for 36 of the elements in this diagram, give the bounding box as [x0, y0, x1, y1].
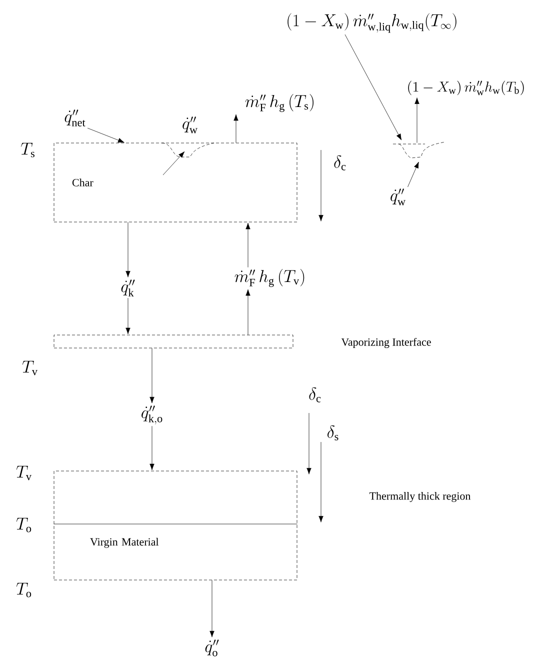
arrow — [246, 222, 250, 268]
arrow — [150, 348, 154, 404]
arrow — [344, 34, 402, 140]
thickness-label: $\delta_{\mathrm{c}}$ — [309, 387, 321, 402]
flux-formula: $(1-X_{\mathrm{w}})\,\dot{m}''_{\mathrm{w}}h_{\mathrm{w}}(T_{\mathrm{b}})$ — [408, 80, 524, 96]
temperature-label: $T_{\mathrm{o}}$ — [16, 582, 32, 598]
interface-box — [54, 334, 294, 348]
thickness-label: $\delta_{\mathrm{c}}$ — [334, 155, 346, 170]
char-region-box: Char — [54, 142, 298, 222]
flux-formula: $\dot{q}''_{\mathrm{k}}$ — [121, 280, 135, 296]
flux-formula: $\dot{q}''_{\mathrm{o}}$ — [205, 640, 219, 656]
region-label: Thermally thick region — [370, 492, 471, 502]
arrow — [126, 222, 130, 278]
flux-formula: $\dot{q}''_{\mathrm{net}}$ — [64, 110, 86, 126]
thickness-label: $\delta_{\mathrm{s}}$ — [328, 425, 338, 440]
temperature-label: $T_{\mathrm{v}}$ — [22, 360, 38, 376]
droplet-drawing — [392, 142, 446, 158]
flux-formula: $\dot{q}''_{\mathrm{w}}$ — [182, 116, 198, 134]
flux-formula: $\dot{q}''_{\mathrm{k,o}}$ — [142, 406, 162, 424]
temperature-label: $T_{\mathrm{o}}$ — [16, 518, 32, 532]
arrow — [126, 298, 130, 334]
arrow — [246, 289, 250, 335]
arrow — [210, 580, 214, 638]
flux-formula: $\dot{q}''_{\mathrm{w}}$ — [390, 188, 406, 206]
region-label: Vaporizing Interface — [341, 338, 431, 348]
flux-formula: $\dot{m}''_{\mathrm{F}}\,h_{\mathrm{g}}\,(T_{\mathrm{s}})$ — [245, 94, 314, 112]
arrow — [408, 162, 419, 188]
temperature-label: $T_{\mathrm{v}}$ — [16, 466, 32, 480]
virgin-region-box: Virgin Material — [54, 470, 298, 580]
arrow — [87, 128, 124, 143]
flux-formula: $\dot{m}''_{\mathrm{F}}\,h_{\mathrm{g}}\,(T_{\mathrm{v}})$ — [234, 269, 304, 287]
temperature-label: $T_{\mathrm{s}}$ — [21, 142, 34, 158]
arrow — [414, 98, 420, 143]
flux-formula: $(1-X_{\mathrm{w}})\,\dot{m}''_{\mathrm{w,liq}}h_{\mathrm{w,liq}}(T_{\infty})$ — [288, 13, 456, 33]
arrow — [234, 114, 238, 143]
arrow — [150, 426, 154, 470]
